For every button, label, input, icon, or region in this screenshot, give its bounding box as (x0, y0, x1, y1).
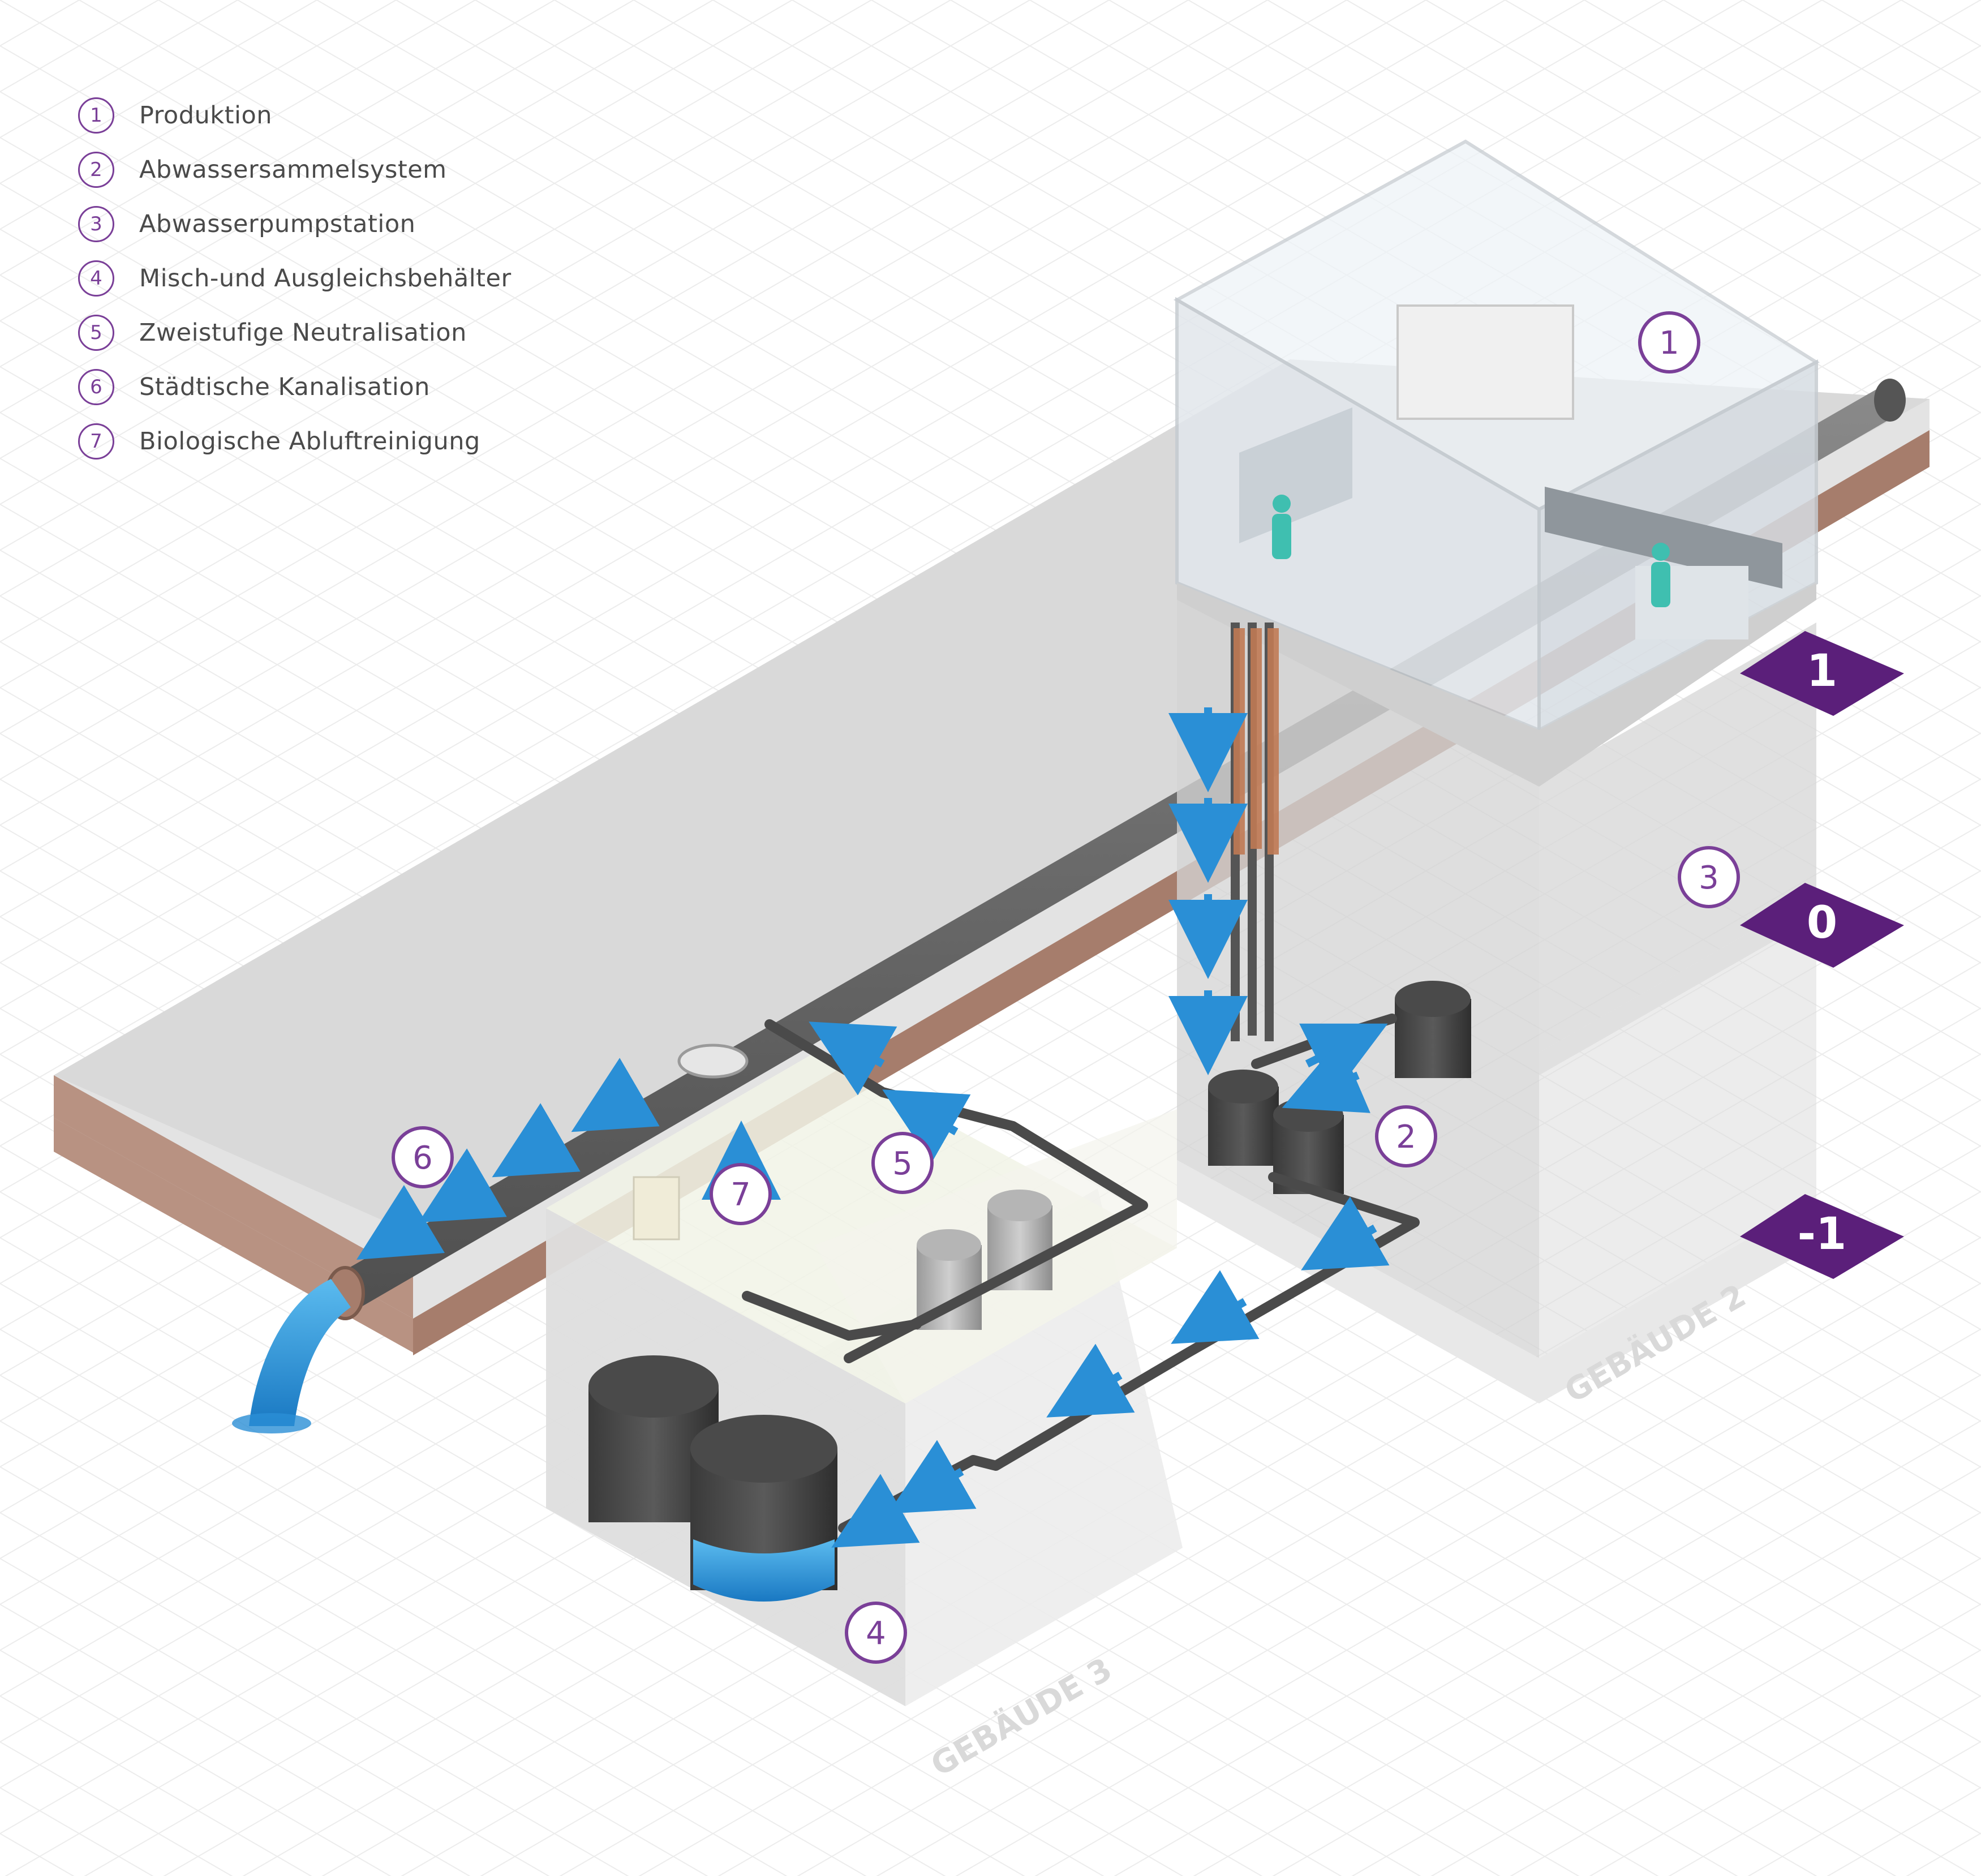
flow-arrow-icon (492, 1103, 581, 1178)
legend-item: 4 Misch-und Ausgleichsbehälter (78, 251, 512, 306)
marker-7: 7 (730, 1177, 751, 1213)
flow-arrow-icon (1282, 1040, 1370, 1113)
legend-label: Produktion (139, 101, 273, 130)
legend: 1 Produktion 2 Abwassersammelsystem 3 Ab… (78, 88, 512, 469)
markers: 1 2 3 4 5 6 7 (392, 311, 1740, 1664)
flow-arrow-icon (882, 1089, 971, 1164)
marker-2: 2 (1396, 1119, 1416, 1156)
legend-item: 3 Abwasserpumpstation (78, 197, 512, 251)
neutralisation-tanks (917, 1190, 1052, 1330)
floor-tag-0 (1740, 883, 1904, 968)
marker-1: 1 (1659, 325, 1679, 362)
legend-number: 4 (78, 260, 114, 297)
legend-label: Zweistufige Neutralisation (139, 319, 467, 347)
flow-arrow-icon (831, 1474, 920, 1548)
floor-tag-1 (1740, 631, 1904, 716)
legend-number: 2 (78, 152, 114, 188)
marker-5: 5 (892, 1145, 913, 1182)
production-room (1173, 139, 1820, 787)
water-outflow-icon (232, 1279, 351, 1433)
collection-tanks (1208, 981, 1471, 1194)
legend-item: 5 Zweistufige Neutralisation (78, 306, 512, 360)
flow-arrow-icon (1171, 1270, 1260, 1344)
manhole-icon (677, 1044, 749, 1079)
vertical-pipes (1231, 623, 1279, 1041)
marker-3: 3 (1699, 860, 1719, 896)
marker-6: 6 (412, 1140, 433, 1177)
legend-label: Biologische Abluftreinigung (139, 427, 480, 456)
legend-number: 7 (78, 423, 114, 460)
marker-4: 4 (866, 1615, 886, 1652)
floor-tag-minus1 (1740, 1194, 1904, 1279)
legend-item: 6 Städtische Kanalisation (78, 360, 512, 414)
flow-arrow-icon (1301, 1196, 1390, 1270)
legend-number: 6 (78, 369, 114, 405)
flow-arrow-icon (809, 1021, 897, 1096)
flow-arrow-icon (1046, 1343, 1135, 1418)
legend-item: 2 Abwassersammelsystem (78, 143, 512, 197)
floor-tags: 1 0 -1 (1740, 631, 1904, 1279)
floor-1-label: 1 (1807, 646, 1837, 697)
legend-label: Städtische Kanalisation (139, 373, 430, 401)
worker-icon (1272, 495, 1670, 607)
legend-label: Abwassersammelsystem (139, 156, 447, 184)
flow-arrow-icon (418, 1148, 507, 1223)
legend-label: Misch-und Ausgleichsbehälter (139, 264, 512, 293)
legend-label: Abwasserpumpstation (139, 210, 416, 238)
legend-item: 1 Produktion (78, 88, 512, 143)
flow-arrow-icon (356, 1184, 445, 1260)
floor-minus1-label: -1 (1798, 1209, 1847, 1260)
floor-0-label: 0 (1807, 898, 1837, 948)
legend-number: 5 (78, 315, 114, 351)
flow-arrow-icon (571, 1058, 660, 1132)
mixing-tanks (588, 1176, 837, 1602)
flow-arrow-icon (888, 1440, 977, 1514)
legend-number: 3 (78, 206, 114, 242)
legend-item: 7 Biologische Abluftreinigung (78, 414, 512, 469)
legend-number: 1 (78, 97, 114, 134)
